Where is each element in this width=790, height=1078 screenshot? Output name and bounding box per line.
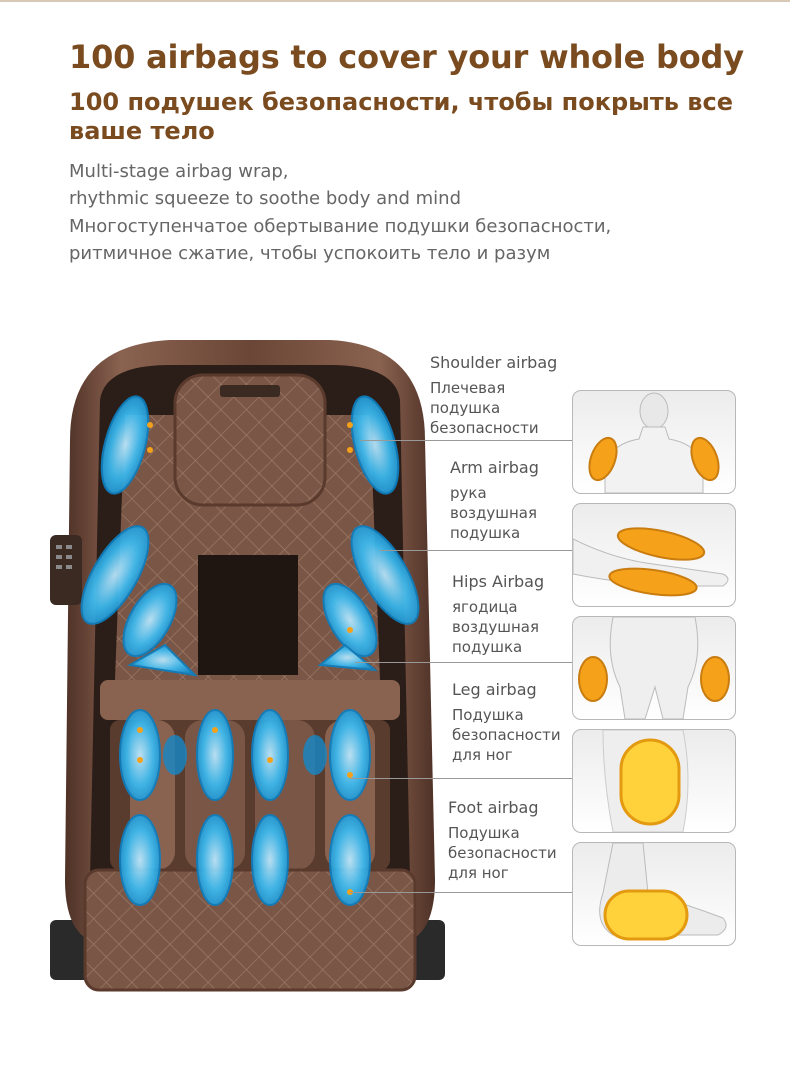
- top-divider: [0, 0, 790, 2]
- foot-airbag-icon: [572, 842, 736, 946]
- description-en: Multi-stage airbag wrap, rhythmic squeez…: [69, 161, 462, 209]
- arm-airbag-label: Arm airbag рука воздушная подушка: [450, 458, 539, 543]
- airbag-name-ru: рука воздушная подушка: [450, 484, 537, 542]
- massage-chair-image: [50, 340, 445, 992]
- hips-airbag-label: Hips Airbag ягодица воздушная подушка: [452, 572, 544, 657]
- airbag-name-en: Foot airbag: [448, 798, 539, 817]
- airbag-name-ru: ягодица воздушная подушка: [452, 598, 539, 656]
- airbag-name-ru: Подушка безопасности для ног: [448, 824, 557, 882]
- leader-line: [360, 440, 572, 441]
- leader-line: [355, 662, 572, 663]
- airbag-name-ru: Плечевая подушка безопасности: [430, 379, 539, 437]
- leg-airbag-label: Leg airbag Подушка безопасности для ног: [452, 680, 561, 765]
- airbag-name-en: Leg airbag: [452, 680, 537, 699]
- foot-airbag-label: Foot airbag Подушка безопасности для ног: [448, 798, 557, 883]
- leg-airbag-icon: [572, 729, 736, 833]
- description-ru: Многоступенчатое обертывание подушки без…: [69, 216, 612, 264]
- leader-line: [350, 892, 572, 893]
- airbag-name-en: Hips Airbag: [452, 572, 545, 591]
- airbag-name-en: Shoulder airbag: [430, 353, 558, 372]
- shoulder-airbag-icon: [572, 390, 736, 494]
- leader-line: [350, 778, 572, 779]
- page-title: 100 airbags to cover your whole body: [69, 38, 744, 76]
- shoulder-airbag-label: Shoulder airbag Плечевая подушка безопас…: [430, 353, 557, 438]
- page-title-ru: 100 подушек безопасности, чтобы покрыть …: [69, 88, 733, 145]
- airbag-name-ru: Подушка безопасности для ног: [452, 706, 561, 764]
- airbag-name-en: Arm airbag: [450, 458, 539, 477]
- arm-airbag-icon: [572, 503, 736, 607]
- leader-line: [380, 550, 572, 551]
- hips-airbag-icon: [572, 616, 736, 720]
